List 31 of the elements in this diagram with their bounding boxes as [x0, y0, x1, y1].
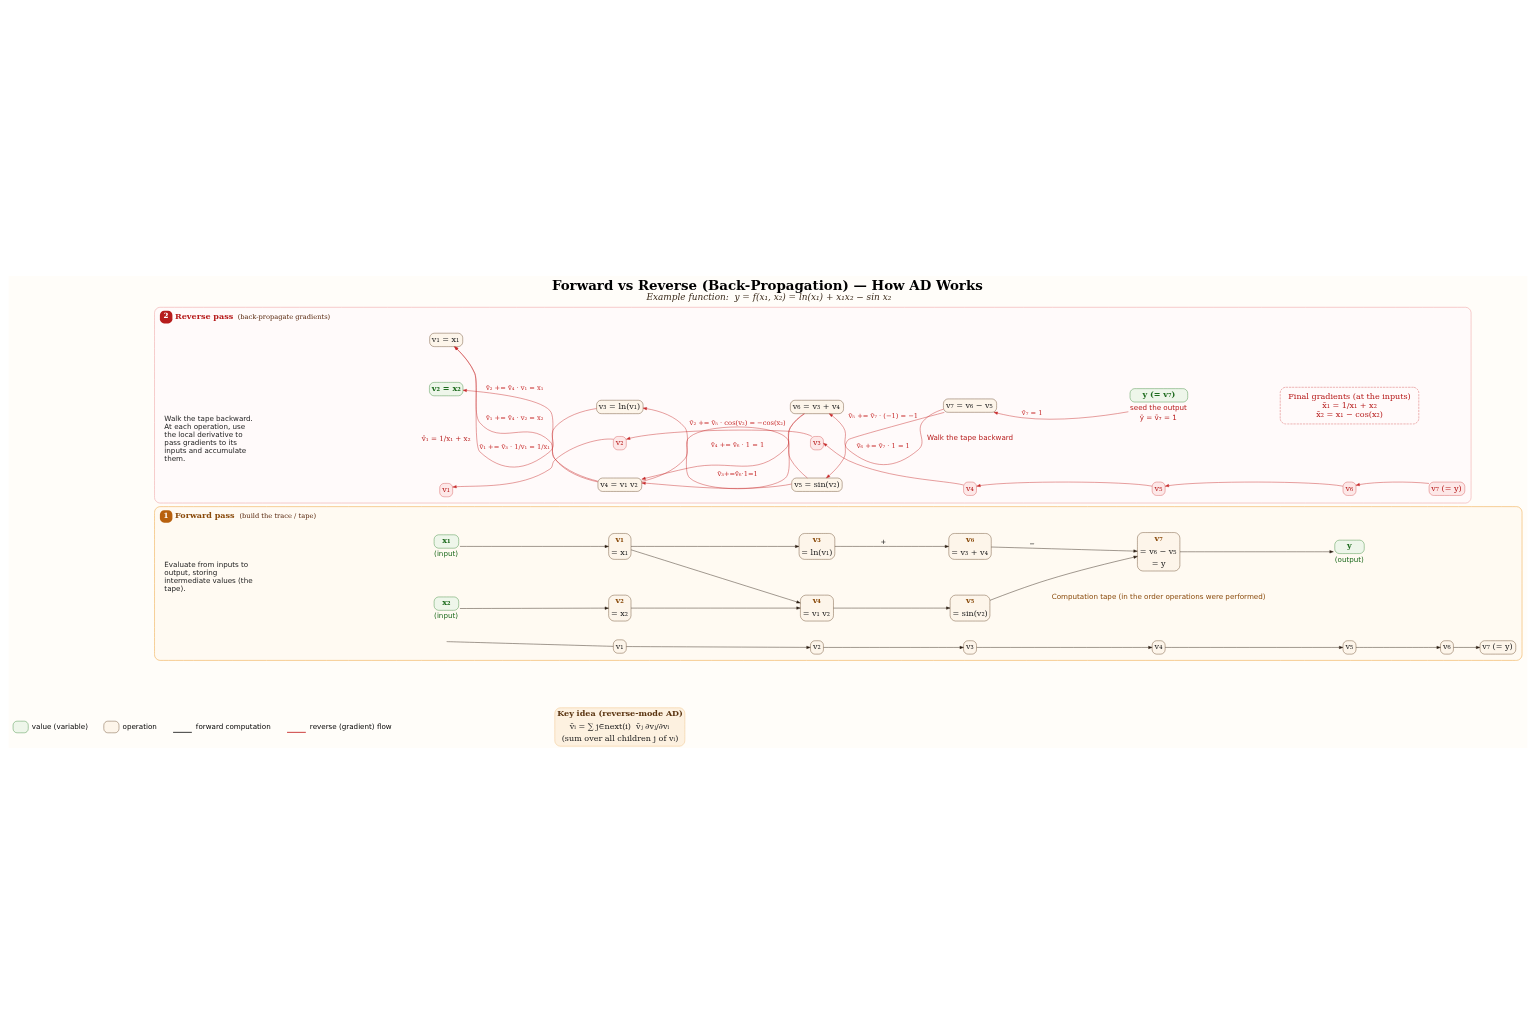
arrow	[1179, 550, 1334, 554]
arrow	[630, 544, 800, 548]
arrow	[459, 606, 609, 610]
arrow	[823, 645, 964, 649]
arrow	[1355, 645, 1441, 649]
arrow	[1453, 645, 1481, 649]
arrow	[641, 413, 805, 480]
arrow	[826, 412, 945, 479]
arrow	[1164, 481, 1344, 488]
arrow	[823, 442, 964, 486]
arrow	[630, 549, 801, 604]
arrow	[976, 481, 1153, 488]
arrow	[642, 407, 805, 489]
arrow	[459, 544, 609, 548]
arrow	[976, 645, 1153, 649]
diagram-title: Forward vs Reverse (Back-Propagation) — How AD Works	[551, 276, 983, 293]
arrow	[991, 546, 1138, 553]
arrow	[462, 389, 599, 483]
arrow	[993, 411, 1129, 420]
arrow	[1355, 481, 1430, 486]
arrow	[1164, 645, 1344, 649]
arrow	[626, 429, 813, 440]
arrow	[989, 555, 1138, 601]
arrow	[829, 409, 944, 465]
connector	[641, 426, 808, 482]
arrow	[630, 606, 801, 610]
arrow	[641, 481, 792, 489]
arrow	[452, 438, 614, 489]
arrow	[833, 606, 951, 610]
arrow	[626, 645, 811, 649]
arrow	[834, 544, 949, 548]
